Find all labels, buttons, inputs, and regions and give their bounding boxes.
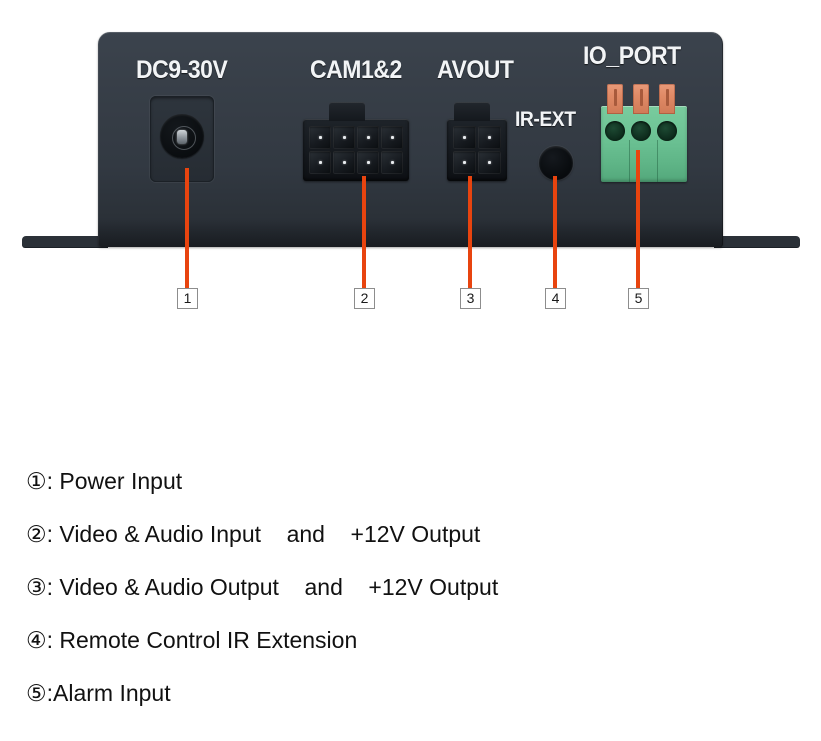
connector-pin-grid xyxy=(453,126,501,174)
dc-power-jack xyxy=(150,96,214,182)
legend-item-4: ④: Remote Control IR Extension xyxy=(26,627,358,653)
io-port-terminal-block xyxy=(601,84,687,182)
callout-number-1: 1 xyxy=(177,288,198,309)
terminal-screw xyxy=(633,84,649,114)
mounting-flange-right xyxy=(714,236,800,247)
terminal-screw xyxy=(607,84,623,114)
silkscreen-label-power: DC9-30V xyxy=(136,56,228,84)
connector-pin xyxy=(478,126,501,149)
dc-jack-barrel xyxy=(160,114,204,158)
dc-jack-center-pin xyxy=(177,130,187,144)
silkscreen-label-avout: AVOUT xyxy=(437,56,514,84)
cam1-2-connector xyxy=(303,102,409,181)
legend-item-5: ⑤:Alarm Input xyxy=(26,680,171,706)
connector-pin xyxy=(453,126,476,149)
callout-number-3: 3 xyxy=(460,288,481,309)
connector-keying-tab xyxy=(329,102,365,121)
silkscreen-label-cam: CAM1&2 xyxy=(310,56,402,84)
callout-number-4: 4 xyxy=(545,288,566,309)
terminal-wire-hole xyxy=(631,121,651,141)
connector-pin xyxy=(309,151,331,174)
callout-leader-1 xyxy=(185,168,189,290)
legend-item-1: ①: Power Input xyxy=(26,468,183,494)
legend-item-3: ③: Video & Audio Output and +12V Output xyxy=(26,574,499,600)
callout-leader-5 xyxy=(636,150,640,290)
terminal-wire-hole xyxy=(605,121,625,141)
legend-item-2: ②: Video & Audio Input and +12V Output xyxy=(26,521,481,547)
silkscreen-label-ir-ext: IR-EXT xyxy=(515,108,576,131)
connector-pin xyxy=(357,126,379,149)
terminal-block-seam xyxy=(657,140,658,182)
connector-pin xyxy=(357,151,379,174)
connector-pin xyxy=(333,151,355,174)
connector-pin xyxy=(309,126,331,149)
connector-pin xyxy=(333,126,355,149)
silkscreen-label-io-port: IO_PORT xyxy=(583,42,681,70)
terminal-screw xyxy=(659,84,675,114)
legend-list: ①: Power Input ②: Video & Audio Input an… xyxy=(26,455,806,720)
callout-leader-2 xyxy=(362,176,366,290)
callout-leader-3 xyxy=(468,176,472,290)
terminal-wire-hole xyxy=(657,121,677,141)
mounting-flange-left xyxy=(22,236,108,247)
callout-leader-4 xyxy=(553,176,557,290)
connector-pin xyxy=(381,126,403,149)
ir-ext-jack xyxy=(539,146,573,180)
connector-pin-grid xyxy=(309,126,403,174)
connector-keying-tab xyxy=(454,102,490,121)
callout-number-2: 2 xyxy=(354,288,375,309)
callout-number-5: 5 xyxy=(628,288,649,309)
connector-pin xyxy=(453,151,476,174)
connector-pin xyxy=(478,151,501,174)
avout-connector xyxy=(447,102,507,181)
dc-jack-ring xyxy=(172,126,196,150)
device-rear-panel-diagram: DC9-30V CAM1&2 AVOUT IR-EXT IO_PORT xyxy=(0,0,821,330)
connector-pin xyxy=(381,151,403,174)
terminal-block-seam xyxy=(629,140,630,182)
